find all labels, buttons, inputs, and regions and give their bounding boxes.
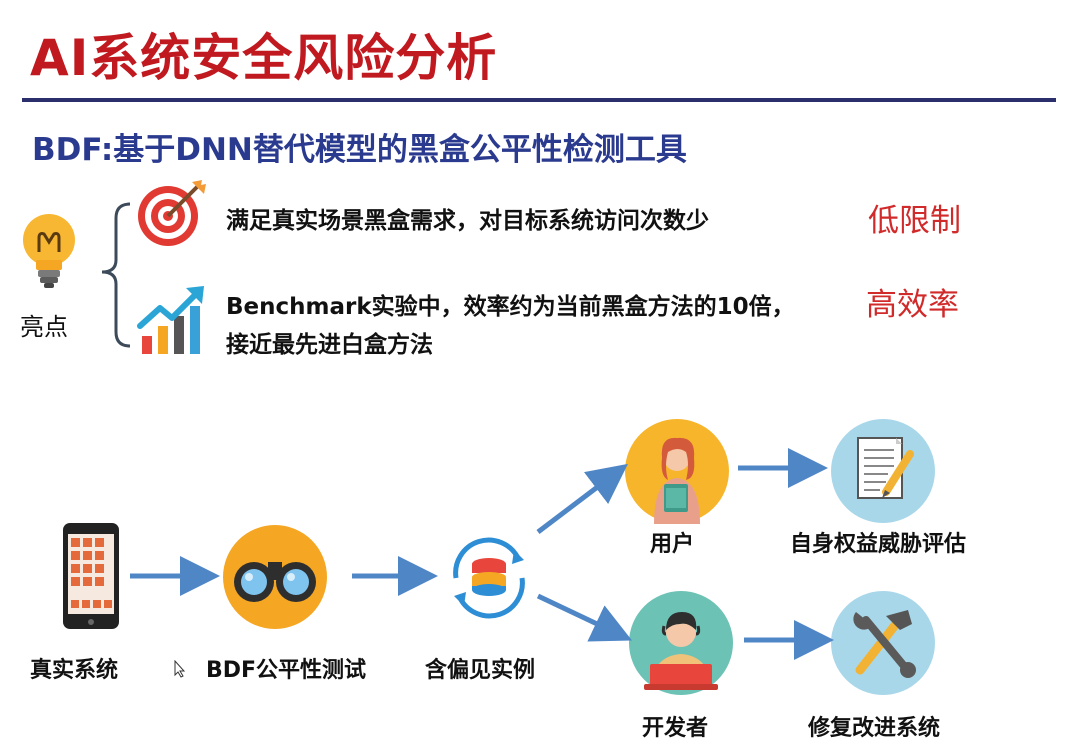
node-self-assessment-label: 自身权益威胁评估 — [790, 532, 967, 557]
user-woman-icon — [624, 418, 730, 524]
highlight-1-tag: 低限制 — [868, 203, 961, 239]
highlight-2-tag: 高效率 — [866, 287, 959, 323]
mouse-cursor-icon — [174, 660, 186, 678]
highlight-2-line2: 接近最先进白盒方法 — [226, 332, 433, 358]
node-real-system-label: 真实系统 — [30, 658, 119, 683]
smartphone-icon — [62, 522, 120, 630]
node-bdf-test-label: BDF公平性测试 — [206, 658, 367, 683]
document-pencil-icon — [830, 418, 936, 524]
highlight-2-line1: Benchmark实验中，效率约为当前黑盒方法的10倍， — [226, 294, 795, 320]
highlights-label: 亮点 — [20, 313, 68, 341]
highlight-1-text: 满足真实场景黑盒需求，对目标系统访问次数少 — [226, 208, 709, 234]
binoculars-icon — [222, 524, 328, 630]
tools-icon — [830, 590, 936, 696]
highlights-brace — [96, 196, 136, 356]
arrow-instances-to-user — [536, 463, 628, 534]
node-user-label: 用户 — [650, 532, 695, 557]
page-subtitle: BDF:基于DNN替代模型的黑盒公平性检测工具 — [32, 132, 687, 168]
title-divider — [22, 98, 1056, 102]
target-icon — [136, 178, 208, 248]
arrow-instances-to-developer — [536, 593, 633, 642]
node-developer-label: 开发者 — [642, 716, 709, 741]
growth-chart-icon — [136, 282, 208, 356]
developer-icon — [628, 590, 734, 696]
node-biased-instances-label: 含偏见实例 — [425, 658, 536, 683]
node-repair-label: 修复改进系统 — [808, 716, 941, 741]
lightbulb-icon — [18, 212, 80, 294]
page-title: AI系统安全风险分析 — [30, 29, 498, 87]
database-icon — [438, 528, 540, 628]
